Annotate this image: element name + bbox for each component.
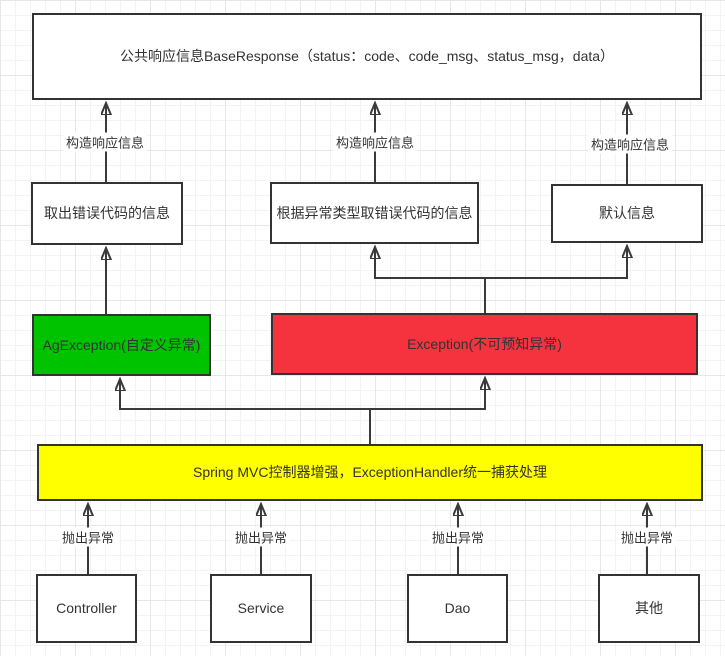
node-ag-exception[interactable]: AgException(自定义异常): [32, 314, 211, 376]
edge-handler-to-exception[interactable]: [370, 378, 485, 410]
edge-handler-to-agexception[interactable]: [120, 379, 371, 444]
edge-label-throw-exception-controller[interactable]: 抛出异常: [58, 527, 118, 547]
edge-label-construct-response-left[interactable]: 构造响应信息: [62, 132, 148, 152]
node-exception[interactable]: Exception(不可预知异常): [271, 313, 698, 375]
node-controller[interactable]: Controller: [36, 574, 137, 643]
node-service[interactable]: Service: [210, 574, 312, 643]
node-exception-handler[interactable]: Spring MVC控制器增强，ExceptionHandler统一捕获处理: [37, 444, 703, 501]
node-base-response[interactable]: 公共响应信息BaseResponse（status：code、code_msg、…: [32, 13, 702, 100]
edge-label-throw-exception-dao[interactable]: 抛出异常: [428, 527, 488, 547]
edge-label-construct-response-right[interactable]: 构造响应信息: [587, 134, 673, 154]
edge-exception-to-bytype[interactable]: [375, 247, 486, 313]
node-extract-by-exception-type[interactable]: 根据异常类型取错误代码的信息: [270, 182, 479, 244]
node-default-info[interactable]: 默认信息: [551, 184, 703, 243]
edge-label-throw-exception-service[interactable]: 抛出异常: [231, 527, 291, 547]
edge-exception-to-default[interactable]: [485, 246, 627, 279]
edge-label-throw-exception-other[interactable]: 抛出异常: [617, 527, 677, 547]
node-extract-error-info[interactable]: 取出错误代码的信息: [31, 182, 183, 245]
node-other[interactable]: 其他: [598, 574, 700, 643]
node-dao[interactable]: Dao: [407, 574, 508, 643]
edge-label-construct-response-middle[interactable]: 构造响应信息: [332, 132, 418, 152]
